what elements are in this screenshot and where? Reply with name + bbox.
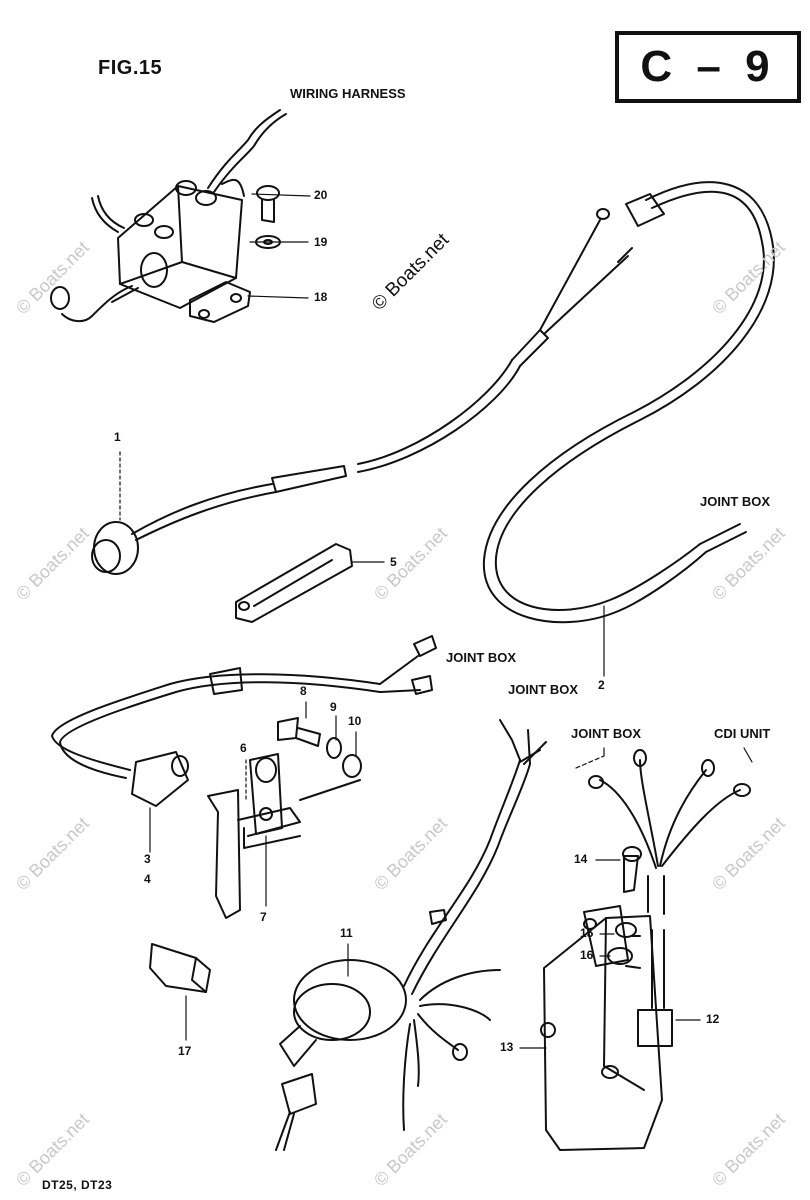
page-code-box: C – 9	[615, 31, 801, 103]
callout-7: 7	[260, 910, 267, 924]
label-joint-box-cdi: JOINT BOX	[571, 726, 642, 741]
callout-6: 6	[240, 741, 247, 755]
figure-title: FIG.15	[98, 57, 163, 79]
cap	[149, 943, 211, 993]
callout-5: 5	[390, 555, 397, 569]
label-joint-box-lead-wire: JOINT BOX	[700, 494, 771, 509]
cdi-plate-assembly	[540, 749, 751, 1151]
ignition-switch	[275, 719, 547, 1151]
label-joint-box-switch-harness: JOINT BOX	[446, 650, 517, 665]
callout-18: 18	[314, 290, 328, 304]
clamp	[235, 543, 353, 623]
callout-1: 1	[114, 430, 121, 444]
callout-14: 14	[574, 852, 588, 866]
callout-15: 15	[580, 926, 594, 940]
callout-4: 4	[144, 872, 151, 886]
callout-leaders	[119, 193, 753, 1049]
callout-3: 3	[144, 852, 151, 866]
label-wiring-harness: WIRING HARNESS	[290, 86, 406, 101]
callout-8: 8	[300, 684, 307, 698]
label-joint-box-ignition: JOINT BOX	[508, 682, 579, 697]
callout-16: 16	[580, 948, 594, 962]
relay-assembly	[50, 109, 287, 323]
bracket-assembly	[207, 717, 362, 919]
emergency-switch-harness	[51, 635, 437, 807]
callout-10: 10	[348, 714, 362, 728]
callout-17: 17	[178, 1044, 192, 1058]
lead-wire-loop	[482, 181, 775, 624]
callout-20: 20	[314, 188, 328, 202]
callout-13: 13	[500, 1040, 514, 1054]
callout-19: 19	[314, 235, 328, 249]
callout-9: 9	[330, 700, 337, 714]
callout-11: 11	[340, 926, 353, 940]
model-footer: DT25, DT23	[42, 1178, 113, 1192]
label-cdi-unit: CDI UNIT	[714, 726, 771, 741]
callout-2: 2	[598, 678, 605, 692]
switch-and-cable	[91, 208, 633, 575]
callout-12: 12	[706, 1012, 720, 1026]
